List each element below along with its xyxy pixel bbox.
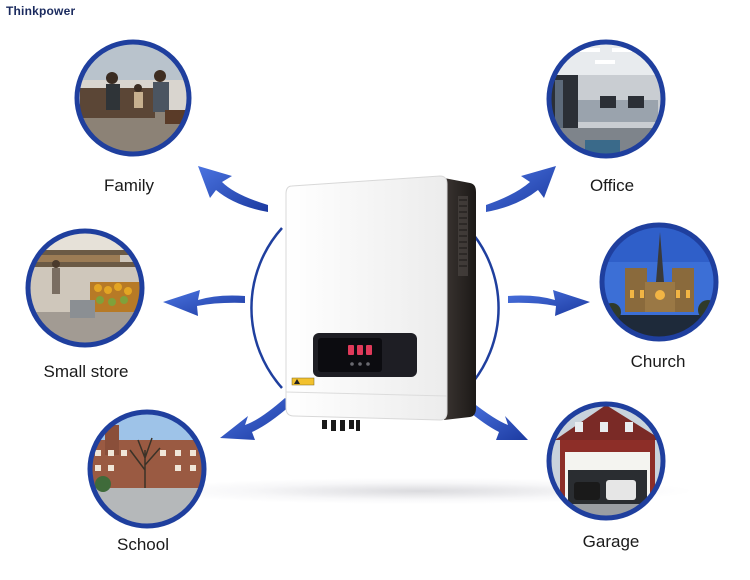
label-office: Office <box>589 176 635 195</box>
inverter-device <box>285 175 476 431</box>
church-photo <box>599 222 719 342</box>
arrow-to-office <box>486 166 556 212</box>
label-school: School <box>117 535 169 554</box>
arrow-to-store <box>163 290 245 316</box>
garage-photo <box>546 401 666 521</box>
office-photo <box>546 39 666 159</box>
arrow-to-garage <box>466 402 528 440</box>
label-church: Church <box>630 352 686 371</box>
center-ring <box>250 227 500 389</box>
school-photo <box>87 409 207 529</box>
store-photo <box>25 228 145 348</box>
brand-logo: Thinkpower <box>6 4 76 18</box>
label-garage: Garage <box>582 532 640 551</box>
arrow-to-family <box>198 166 268 212</box>
label-small-store: Small store <box>43 362 129 381</box>
arrow-to-school <box>220 398 291 440</box>
family-photo <box>74 39 192 157</box>
arrow-to-church <box>508 290 590 316</box>
label-family: Family <box>103 176 155 195</box>
